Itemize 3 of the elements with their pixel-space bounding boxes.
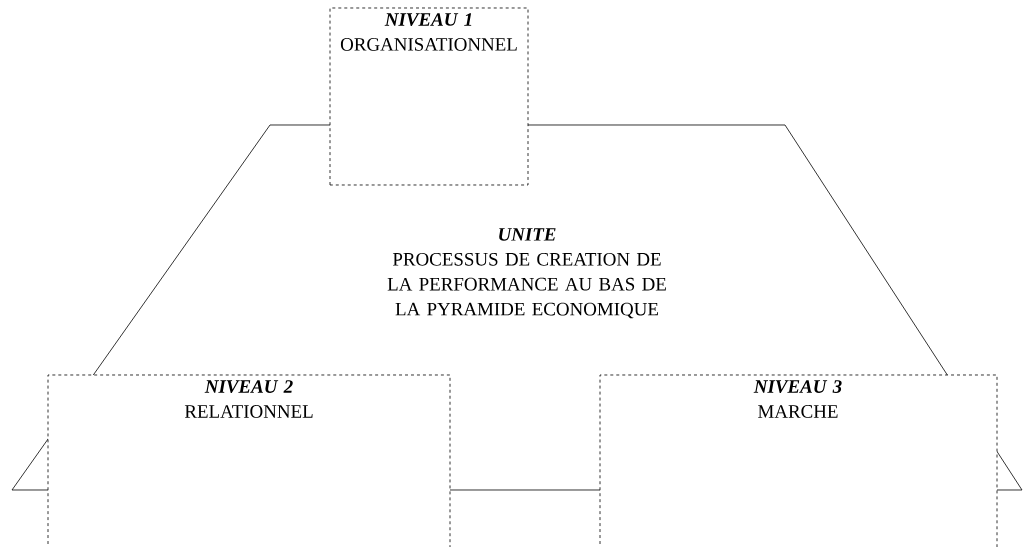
dashed-box: NIVEAU 3 MARCHE xyxy=(599,374,998,547)
dashed-box: NIVEAU 1 ORGANISATIONNEL xyxy=(329,7,529,186)
dashed-box: NIVEAU 2 RELATIONNEL xyxy=(47,374,451,547)
